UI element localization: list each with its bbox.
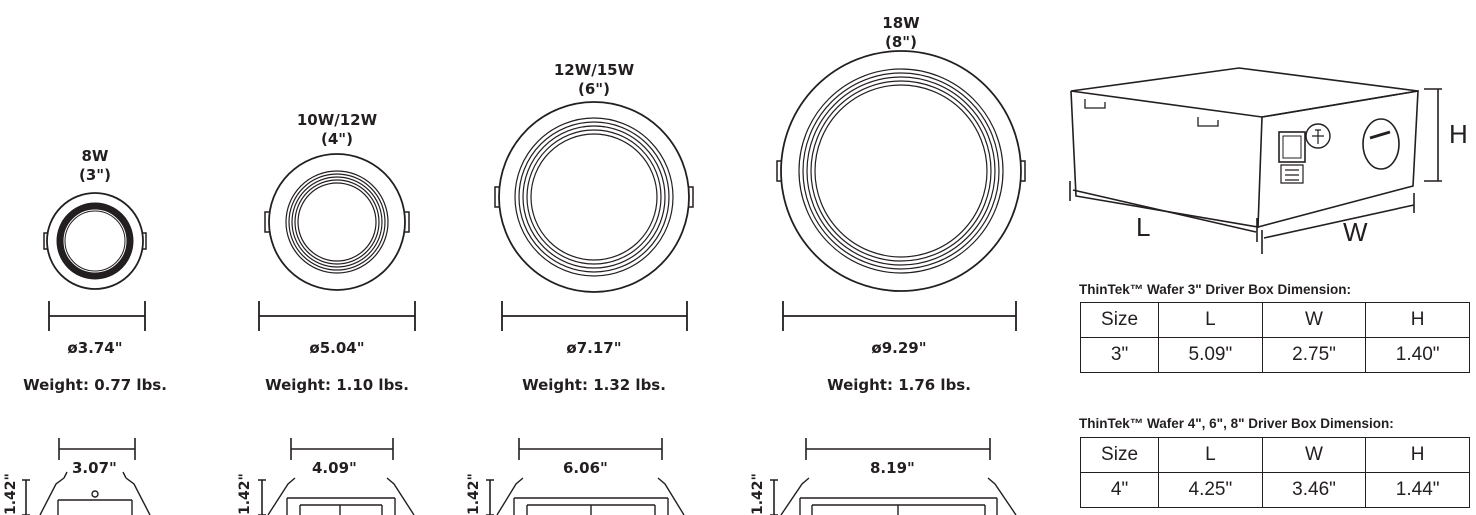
size-label: (3") <box>79 166 111 184</box>
weight-4in: Weight: 1.10 lbs. <box>265 376 409 394</box>
driver-box-length-label: L <box>1136 212 1151 242</box>
wattage-label: 8W <box>81 147 109 165</box>
table-cell: Size <box>1079 302 1160 338</box>
weight-3in: Weight: 0.77 lbs. <box>23 376 167 394</box>
table-cell: L <box>1158 302 1263 338</box>
diameter-8in: ø9.29" <box>871 339 927 357</box>
inner-dim-4in: 4.09" <box>312 459 357 477</box>
driver-box-height-label: H <box>1449 119 1468 149</box>
table-cell: 1.40" <box>1365 337 1470 373</box>
table-cell: L <box>1158 437 1263 473</box>
fixture-8in-top-view <box>776 50 1026 292</box>
side-view-profiles <box>39 471 1017 515</box>
table-cell: 1.44" <box>1365 472 1470 508</box>
table-row: 3" 5.09" 2.75" 1.40" <box>1079 337 1470 373</box>
fixture-6in-label: 12W/15W (6") <box>544 61 644 99</box>
wattage-label: 10W/12W <box>296 111 378 129</box>
table-header-row: Size L W H <box>1079 302 1470 338</box>
table-cell: H <box>1365 302 1470 338</box>
size-label: (4") <box>321 130 353 148</box>
weight-8in: Weight: 1.76 lbs. <box>827 376 971 394</box>
weight-6in: Weight: 1.32 lbs. <box>522 376 666 394</box>
table-4-6-8in-title: ThinTek™ Wafer 4", 6", 8" Driver Box Dim… <box>1079 416 1394 431</box>
size-label: (8") <box>885 33 917 51</box>
table-row: 4" 4.25" 3.46" 1.44" <box>1079 472 1470 508</box>
diameter-3in: ø3.74" <box>67 339 123 357</box>
diameter-6in: ø7.17" <box>566 339 622 357</box>
table-cell: 4.25" <box>1158 472 1263 508</box>
table-cell: 4" <box>1079 472 1160 508</box>
driver-box-width-label: W <box>1343 217 1368 247</box>
side-view-dimension-lines <box>22 438 991 515</box>
table-header-row: Size L W H <box>1079 437 1470 473</box>
table-cell: W <box>1261 302 1367 338</box>
table-cell: W <box>1261 437 1367 473</box>
table-cell: 3.46" <box>1261 472 1367 508</box>
inner-dim-3in: 3.07" <box>72 459 117 477</box>
size-label: (6") <box>578 80 610 98</box>
fixture-6in-top-view <box>494 101 694 293</box>
fixture-3in-top-view <box>43 192 147 290</box>
table-cell: 3" <box>1079 337 1160 373</box>
wattage-label: 18W <box>882 14 920 32</box>
table-cell: 5.09" <box>1158 337 1263 373</box>
diameter-dimension-lines <box>48 301 1017 331</box>
table-3in-title: ThinTek™ Wafer 3" Driver Box Dimension: <box>1079 282 1351 297</box>
table-cell: Size <box>1079 437 1160 473</box>
wattage-label: 12W/15W <box>553 61 635 79</box>
fixture-4in-top-view <box>264 153 410 291</box>
fixture-8in-label: 18W (8") <box>861 14 941 52</box>
inner-dim-6in: 6.06" <box>563 459 608 477</box>
inner-dim-8in: 8.19" <box>870 459 915 477</box>
driver-box-4-6-8in-table: Size L W H 4" 4.25" 3.46" 1.44" <box>1079 437 1470 508</box>
table-cell: 2.75" <box>1261 337 1367 373</box>
diameter-4in: ø5.04" <box>309 339 365 357</box>
driver-box-3in-table: Size L W H 3" 5.09" 2.75" 1.40" <box>1079 302 1470 373</box>
fixture-3in-label: 8W (3") <box>55 147 135 185</box>
fixture-4in-label: 10W/12W (4") <box>287 111 387 149</box>
table-cell: H <box>1365 437 1470 473</box>
